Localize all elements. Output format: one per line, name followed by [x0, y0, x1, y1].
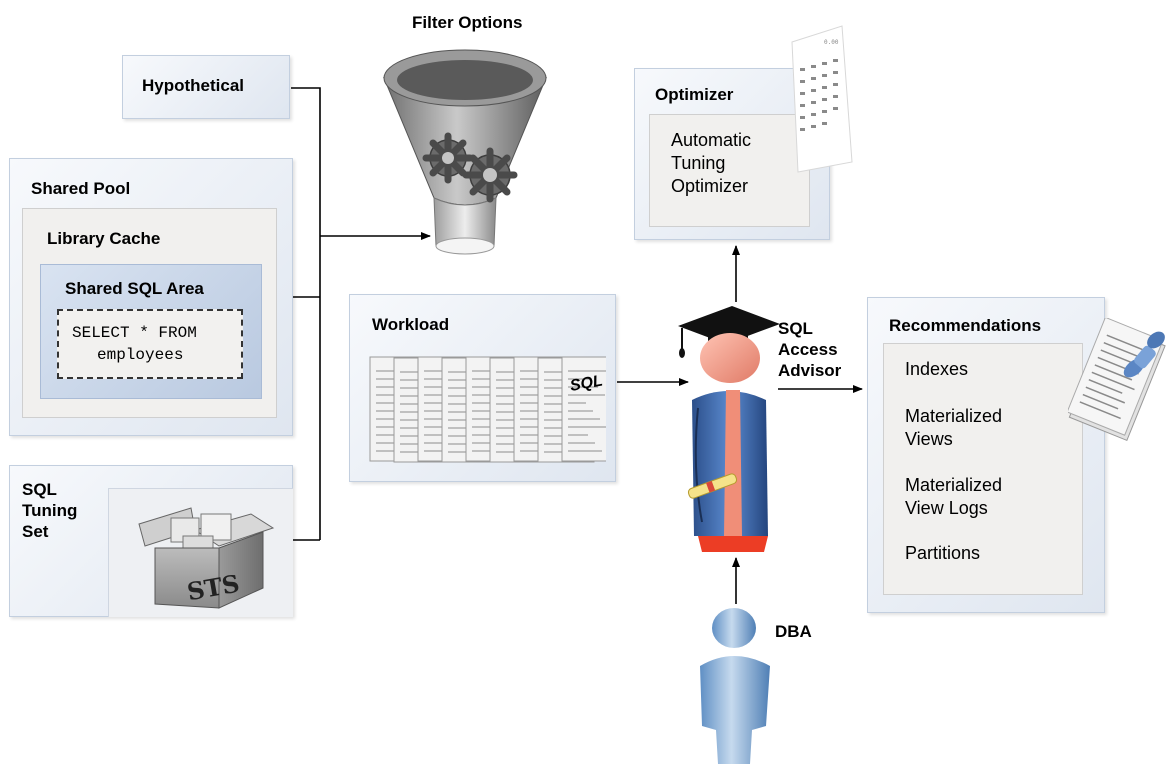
spreadsheet-icon: 0.00 [791, 25, 853, 173]
sql-tuning-set-label-line3: Set [22, 522, 49, 541]
recommendation-view-logs-line1: Materialized [905, 475, 1003, 495]
pinned-notes-icon [1068, 318, 1166, 442]
shared-pool-panel: Shared Pool Library Cache Shared SQL Are… [9, 158, 293, 436]
automatic-tuning-optimizer-box: Automatic Tuning Optimizer [649, 114, 810, 227]
workload-label: Workload [372, 315, 450, 334]
recommendation-indexes: Indexes [905, 359, 969, 379]
automatic-tuning-line2: Tuning [671, 153, 726, 173]
sql-statement-box: SELECT * FROM employees [57, 309, 243, 379]
sql-access-advisor-label-line3: Advisor [778, 361, 842, 380]
hypothetical-label: Hypothetical [142, 76, 245, 95]
recommendation-view-logs-line2: View Logs [905, 498, 988, 518]
hypothetical-connector [291, 87, 321, 540]
recommendations-panel: Recommendations Indexes Materialized Vie… [867, 297, 1105, 613]
filter-options-label: Filter Options [412, 13, 523, 32]
shared-sql-area-label: Shared SQL Area [65, 279, 204, 298]
optimizer-panel: Optimizer Automatic Tuning Optimizer [634, 68, 830, 240]
library-cache-panel: Library Cache Shared SQL Area SELECT * F… [22, 208, 277, 418]
sql-documents-icon: SQL [369, 356, 606, 463]
recommendation-partitions: Partitions [905, 543, 981, 563]
sts-box-icon: STS [138, 507, 275, 609]
graduate-person-icon [678, 306, 780, 552]
sql-line-2: employees [97, 346, 184, 364]
funnel-gears-icon [382, 49, 548, 255]
sql-tuning-set-label-line2: Tuning [22, 501, 78, 520]
recommendations-list: Indexes Materialized Views Materialized … [883, 343, 1083, 595]
hypothetical-panel: Hypothetical [122, 55, 290, 119]
sql-access-advisor-label-line1: SQL [778, 319, 813, 338]
recommendations-label: Recommendations [889, 316, 1042, 335]
person-icon [700, 608, 770, 764]
workload-doc-text: SQL [569, 372, 604, 394]
sql-line-1: SELECT * FROM [72, 324, 197, 342]
sql-tuning-set-label-line1: SQL [22, 480, 57, 499]
recommendation-materialized-views-line1: Materialized [905, 406, 1003, 426]
automatic-tuning-line3: Optimizer [671, 176, 749, 196]
shared-pool-label: Shared Pool [31, 179, 131, 198]
sql-tuning-set-panel: SQL Tuning Set STS [9, 465, 293, 617]
dba-label: DBA [775, 622, 812, 641]
workload-document-sheet [561, 356, 606, 462]
workload-panel: Workload SQL [349, 294, 616, 482]
automatic-tuning-line1: Automatic [671, 130, 752, 150]
library-cache-label: Library Cache [47, 229, 161, 248]
optimizer-label: Optimizer [655, 85, 734, 104]
sql-access-advisor-label-line2: Access [778, 340, 838, 359]
shared-sql-area-panel: Shared SQL Area SELECT * FROM employees [40, 264, 262, 399]
svg-text:0.00: 0.00 [824, 39, 839, 46]
recommendation-materialized-views-line2: Views [905, 429, 953, 449]
